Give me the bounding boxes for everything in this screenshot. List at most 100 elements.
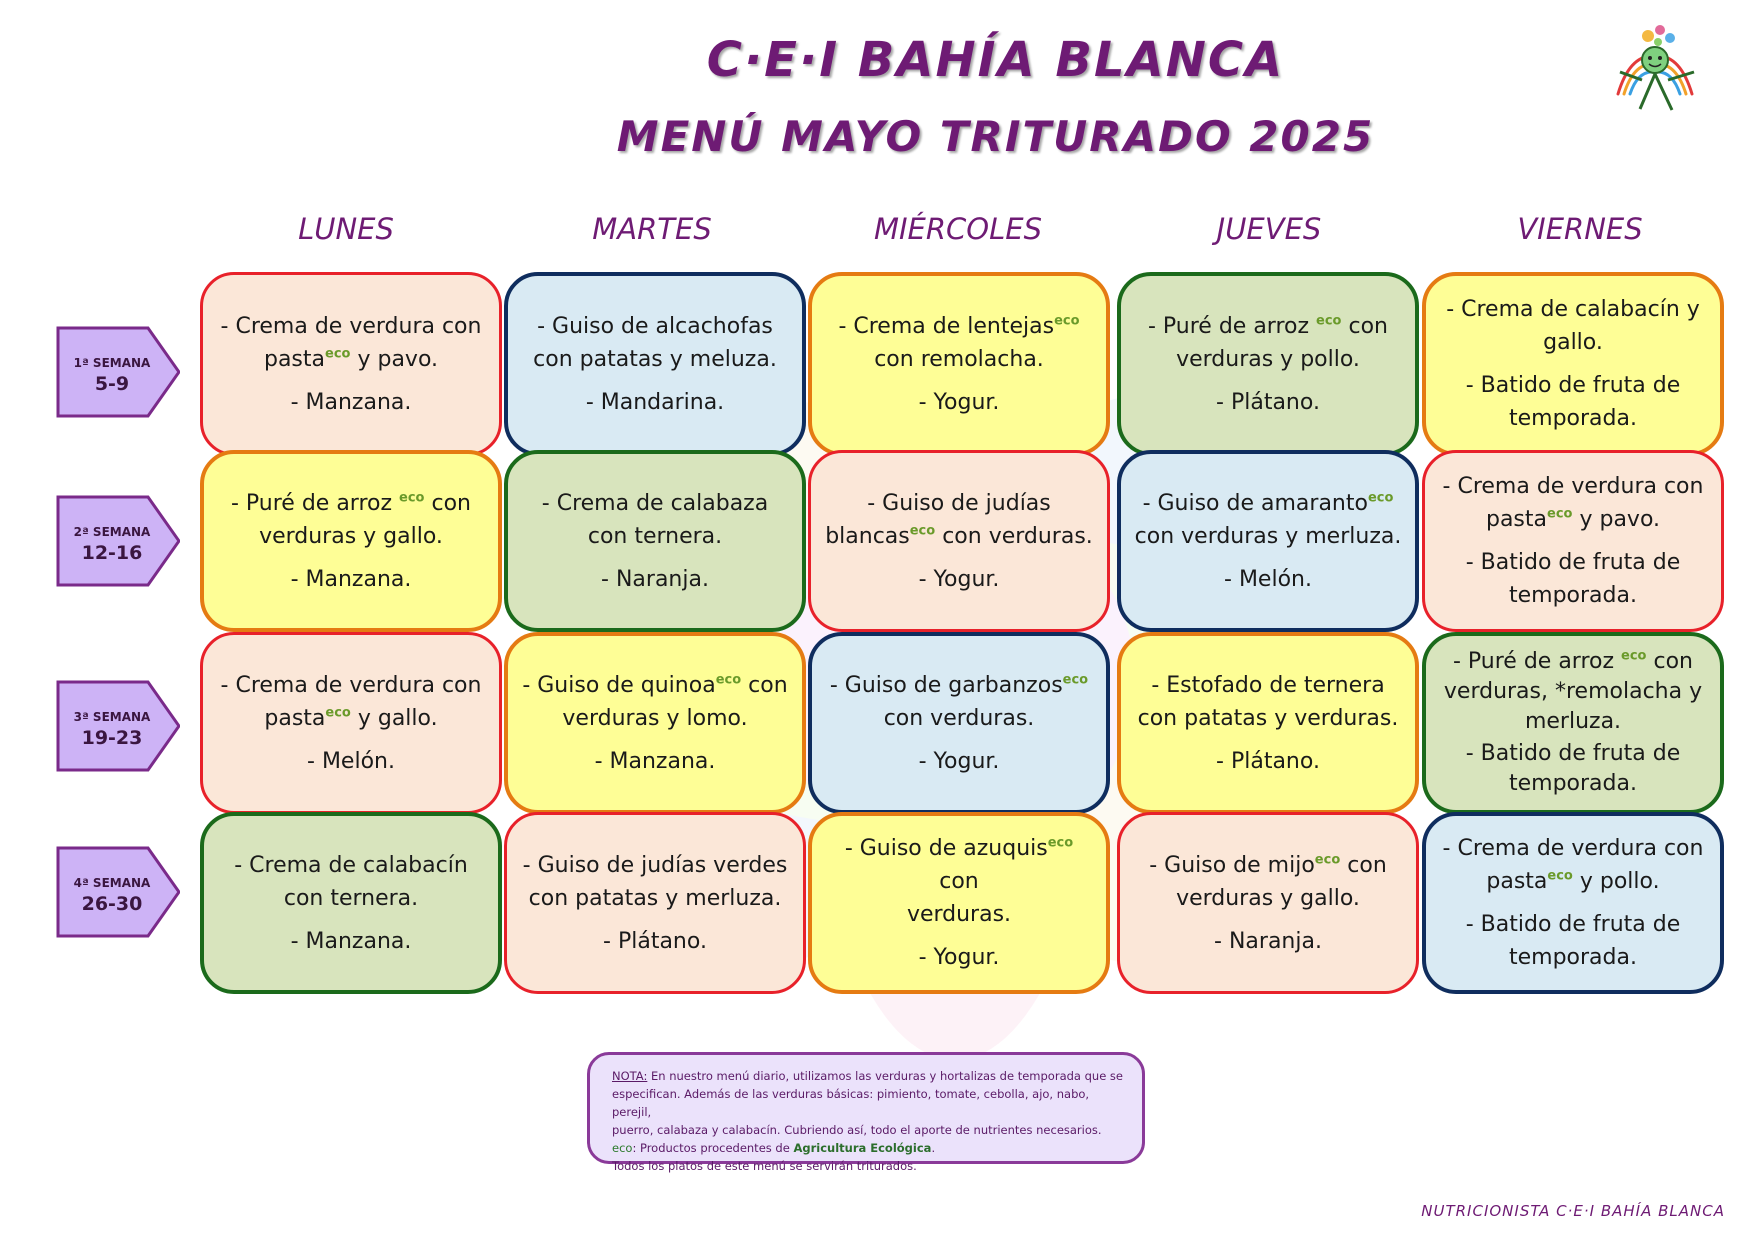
dish-line: - Crema de verdura con — [221, 310, 482, 343]
eco-mark: eco — [909, 523, 936, 539]
menu-title: MENÚ MAYO TRITURADO 2025 — [616, 112, 1375, 161]
dessert-line: - Batido de fruta de — [1466, 369, 1681, 402]
menu-cell-week2-lunes: - Puré de arroz eco con verduras y gallo.… — [200, 450, 502, 632]
dish-text: verduras y gallo. — [1176, 885, 1360, 911]
dessert-line: - Manzana. — [291, 386, 412, 419]
dessert-line: - Plátano. — [603, 925, 707, 958]
dessert-text: - Manzana. — [290, 928, 412, 954]
day-header-martes: MARTES — [592, 212, 712, 246]
day-header-viernes: VIERNES — [1517, 212, 1643, 246]
dish-line: - Puré de arroz eco con — [1453, 647, 1693, 677]
dessert-text: - Plátano. — [603, 928, 707, 954]
dessert-line: - Yogur. — [919, 386, 1000, 419]
week-tag-4: 4ª SEMANA 26-30 — [56, 846, 180, 938]
dish-text: gallo. — [1543, 330, 1603, 355]
day-header-lunes: LUNES — [298, 212, 394, 246]
dish-line: pastaeco y pavo. — [264, 343, 438, 376]
dish-line: verduras. — [907, 898, 1011, 931]
week-dates: 19-23 — [81, 727, 143, 749]
dish-text: - Puré de arroz — [1147, 313, 1317, 339]
dish-text: merluza. — [1524, 709, 1622, 734]
week-dates: 12-16 — [81, 542, 143, 564]
dish-text: - Guiso de alcachofas — [537, 313, 773, 339]
dish-line: blancaseco con verduras. — [825, 520, 1093, 553]
eco-mark: eco — [1547, 868, 1573, 884]
footer-credit: NUTRICIONISTA C·E·I BAHÍA BLANCA — [1421, 1202, 1725, 1220]
dish-text: y gallo. — [350, 705, 438, 731]
dish-text: verduras y pollo. — [1176, 346, 1360, 372]
dish-text: - Puré de arroz — [230, 490, 400, 516]
dish-line: - Crema de verdura con — [1443, 832, 1704, 865]
dessert-text: - Batido de fruta de — [1465, 912, 1681, 937]
eco-mark: eco — [399, 490, 425, 506]
dessert-text: - Manzana. — [290, 566, 412, 592]
note-line-4: eco: Productos procedentes de Agricultur… — [612, 1141, 936, 1155]
week-dates: 26-30 — [81, 893, 143, 915]
menu-cell-week4-jueves: - Guiso de mijoeco con verduras y gallo. -… — [1117, 812, 1419, 994]
dish-text: con patatas y merluza. — [528, 885, 782, 911]
school-mascot-logo — [1616, 25, 1695, 111]
dish-line: - Guiso de judías — [867, 487, 1051, 520]
eco-mark: eco — [1314, 852, 1341, 868]
dessert-line: temporada. — [1509, 941, 1637, 974]
dessert-text: - Batido de fruta de — [1465, 550, 1681, 575]
eco-mark: eco — [1054, 313, 1080, 329]
dish-text: blancas — [825, 523, 910, 549]
note-box: NOTA: En nuestro menú diario, utilizamos… — [587, 1052, 1145, 1173]
note-agriculture: Agricultura Ecológica — [793, 1141, 932, 1155]
dish-text: con verduras. — [935, 523, 1093, 549]
dessert-line: - Manzana. — [291, 925, 412, 958]
dish-line: - Puré de arroz eco con — [231, 487, 471, 520]
dessert-text: - Melón. — [1224, 566, 1312, 592]
week-label: 3ª SEMANA — [73, 710, 151, 724]
note-line-3: puerro, calabaza y calabacín. Cubriendo … — [612, 1123, 1102, 1137]
school-title: C·E·I BAHÍA BLANCA — [706, 32, 1285, 88]
dish-line: - Guiso de mijoeco con — [1149, 849, 1387, 882]
dish-text: - Crema de verdura con — [220, 672, 482, 698]
dish-line: con ternera. — [284, 882, 418, 915]
dish-line: verduras y gallo. — [1176, 882, 1360, 915]
dish-text: pasta — [263, 346, 325, 372]
dish-line: pastaeco y gallo. — [264, 702, 437, 735]
dish-text: - Guiso de amaranto — [1142, 490, 1368, 516]
dish-text: verduras y gallo. — [259, 523, 443, 549]
dessert-text: temporada. — [1509, 945, 1637, 970]
dish-line: - Guiso de amarantoeco — [1143, 487, 1394, 520]
dish-text: verduras. — [906, 902, 1012, 927]
dish-line: - Guiso de alcachofas — [537, 310, 773, 343]
dish-line: - Puré de arroz eco con — [1148, 310, 1388, 343]
eco-mark: eco — [715, 672, 742, 688]
dish-text: con ternera. — [283, 885, 419, 911]
dessert-line: - Manzana. — [595, 745, 716, 778]
dish-line: con ternera. — [588, 520, 722, 553]
dessert-text: - Manzana. — [290, 389, 412, 415]
menu-cell-week4-lunes: - Crema de calabacín con ternera. - Manzan… — [200, 812, 502, 994]
dish-line: con remolacha. — [874, 343, 1044, 376]
dish-text: con — [939, 869, 979, 894]
dish-text: pasta — [264, 705, 326, 731]
week-tag-1: 1ª SEMANA 5-9 — [56, 326, 180, 418]
dish-text: pasta — [1485, 507, 1547, 532]
dish-text: - Crema de verdura con — [1442, 836, 1704, 861]
week-tag-3: 3ª SEMANA 19-23 — [56, 680, 180, 772]
dessert-line: - Naranja. — [1214, 925, 1322, 958]
dessert-text: temporada. — [1509, 583, 1637, 608]
eco-mark: eco — [1316, 313, 1342, 329]
dish-text: - Guiso de judías verdes — [522, 852, 788, 878]
week-arrow-shape — [56, 326, 180, 418]
dish-line: pastaeco y pavo. — [1486, 503, 1660, 536]
dish-line: - Guiso de azuquiseco con — [824, 832, 1094, 898]
dessert-line: - Batido de fruta de — [1466, 908, 1681, 941]
dish-line: - Crema de calabacín — [234, 849, 468, 882]
menu-cell-week1-jueves: - Puré de arroz eco con verduras y pollo.… — [1117, 272, 1419, 456]
week-label: 4ª SEMANA — [73, 876, 151, 890]
dish-line: - Crema de verdura con — [221, 669, 482, 702]
dish-text: con verduras y merluza. — [1134, 523, 1402, 549]
dish-text: con remolacha. — [874, 346, 1044, 372]
dish-text: pasta — [1486, 869, 1548, 894]
